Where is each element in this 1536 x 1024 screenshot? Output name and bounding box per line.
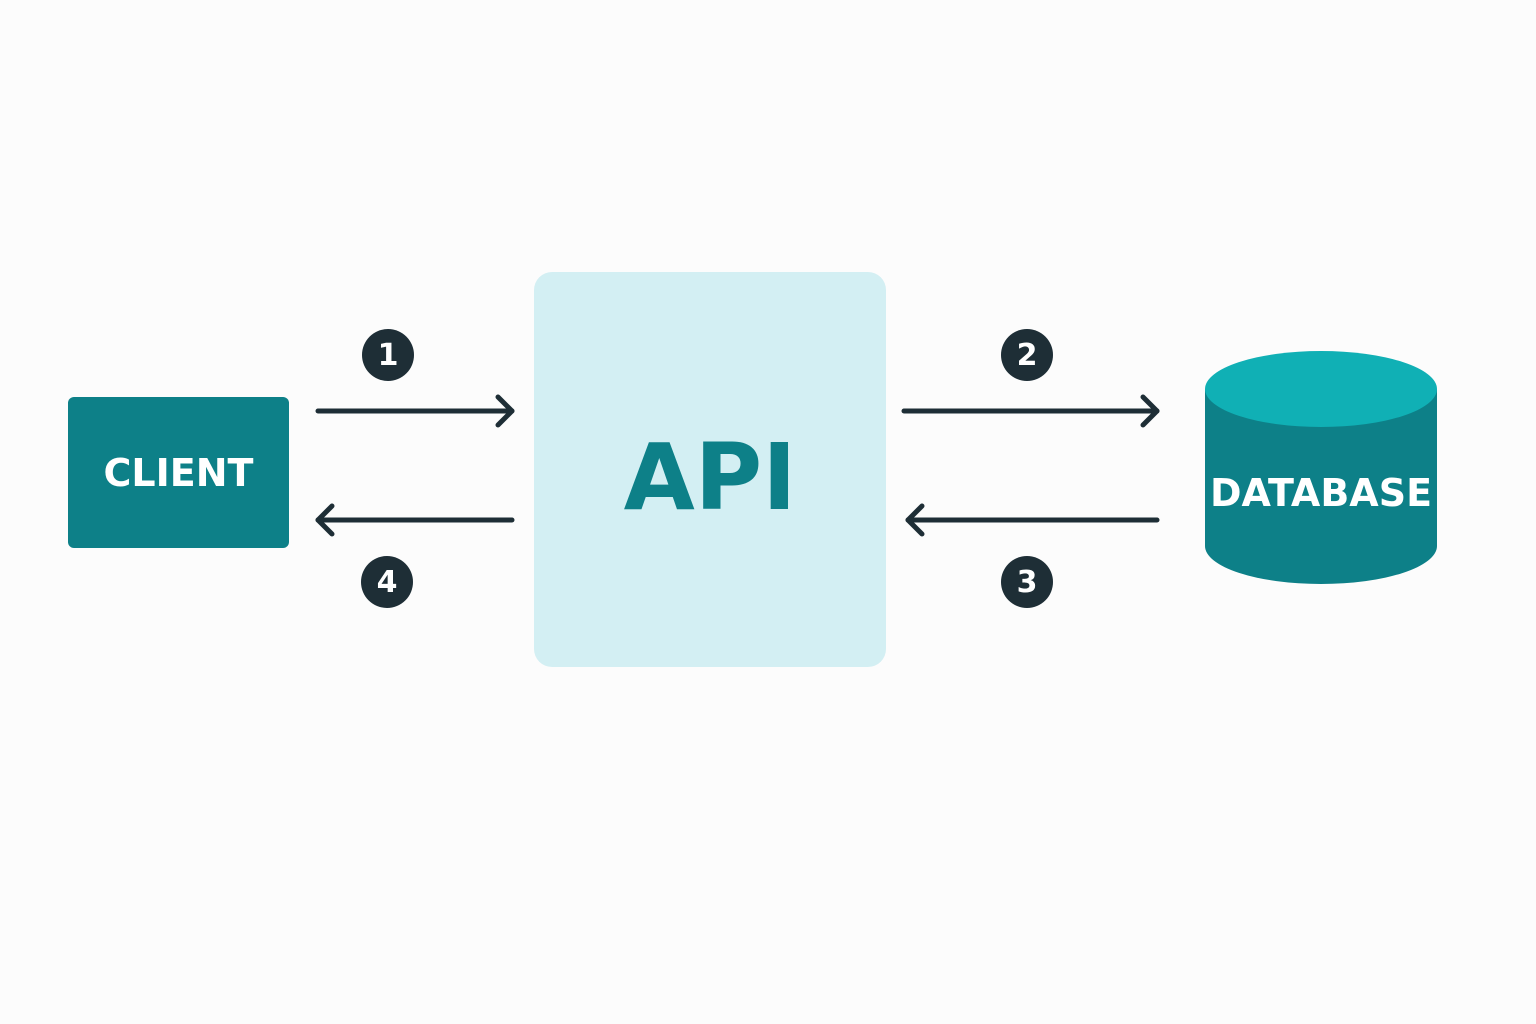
- api-label: API: [623, 424, 797, 531]
- database-cylinder: [1205, 351, 1437, 584]
- database-label: DATABASE: [1209, 471, 1433, 515]
- step-badge-1: 1: [362, 329, 414, 381]
- arrow-step-4: [315, 503, 515, 537]
- arrow-step-1: [315, 394, 515, 428]
- client-label: CLIENT: [103, 450, 254, 495]
- arrow-step-2: [901, 394, 1160, 428]
- step-badge-3: 3: [1001, 556, 1053, 608]
- step-badge-4: 4: [361, 556, 413, 608]
- step-badge-2: 2: [1001, 329, 1053, 381]
- client-node: CLIENT: [68, 397, 289, 548]
- database-body: [1205, 389, 1437, 584]
- arrow-step-3: [905, 503, 1160, 537]
- database-top: [1205, 351, 1437, 427]
- api-node: API: [534, 272, 886, 667]
